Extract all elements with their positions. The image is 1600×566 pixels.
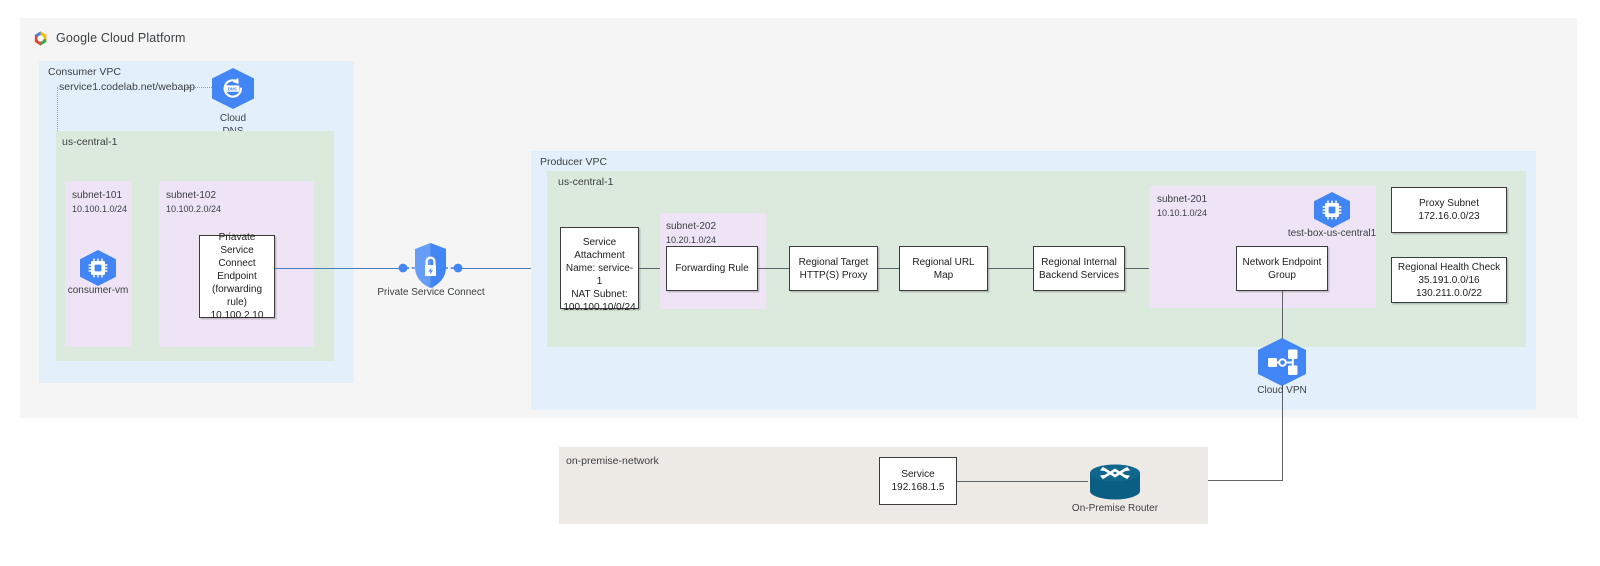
proxy-subnet-line1: Proxy Subnet	[1418, 198, 1480, 209]
subnet-101-cidr: 10.100.1.0/24	[72, 203, 128, 214]
dns-record-link-right	[186, 87, 218, 88]
google-cloud-logo-icon	[34, 31, 47, 45]
regional-backend-line1: Regional Internal	[1041, 256, 1117, 268]
regional-url-map-box[interactable]: Regional URL Map	[899, 246, 988, 291]
consumer-vpc-label: Consumer VPC	[48, 66, 121, 78]
consumer-vm-label: consumer-vm	[67, 285, 129, 296]
health-check-line1: Regional Health Check	[1397, 261, 1501, 273]
service-attachment-line3: Name: service-1	[565, 263, 634, 287]
regional-target-https-proxy-box[interactable]: Regional Target HTTP(S) Proxy	[789, 246, 878, 291]
link-attachment-to-forwarding-rule	[639, 268, 666, 269]
consumer-region-label: us-central-1	[62, 136, 118, 148]
subnet-102-cidr: 10.100.2.0/24	[166, 203, 222, 214]
router-icon	[1086, 461, 1144, 501]
network-endpoint-group-box[interactable]: Network Endpoint Group	[1236, 246, 1328, 291]
on-premise-service-box[interactable]: Service 192.168.1.5	[879, 457, 957, 505]
regional-internal-backend-services-box[interactable]: Regional Internal Backend Services	[1033, 246, 1125, 291]
link-urlmap-to-backend	[988, 268, 1033, 269]
regional-target-proxy-line2: HTTP(S) Proxy	[799, 269, 868, 281]
neg-line2: Group	[1268, 269, 1296, 281]
subnet-101-label: subnet-101 10.100.1.0/24	[72, 190, 127, 216]
dns-record-text: service1.codelab.net/webapp	[59, 81, 196, 93]
proxy-subnet-line2: 172.16.0.0/23	[1418, 211, 1480, 222]
producer-region-label: us-central-1	[558, 176, 614, 188]
private-service-connect-icon	[392, 238, 469, 298]
private-service-connect-label: Private Service Connect	[377, 287, 485, 298]
on-premise-router-label: On-Premise Router	[1071, 503, 1159, 514]
link-service-to-router	[957, 481, 1088, 482]
subnet-202-cidr: 10.20.1.0/24	[666, 234, 717, 245]
link-forwarding-rule-to-proxy	[758, 268, 789, 269]
forwarding-rule-box[interactable]: Forwarding Rule	[666, 246, 758, 291]
on-premise-service-line1: Service	[901, 469, 935, 480]
psc-link-right	[452, 268, 560, 269]
cloud-vpn-label: Cloud VPN	[1257, 385, 1307, 396]
service-attachment-line5: NAT Subnet:	[571, 289, 628, 300]
health-check-line2: 35.191.0.0/16	[1418, 274, 1480, 286]
compute-vm-icon	[78, 249, 118, 287]
link-proxy-to-urlmap	[878, 268, 899, 269]
psc-endpoint-box[interactable]: Priavate Service Connect Endpoint (forwa…	[199, 232, 275, 321]
health-check-line3: 130.211.0.0/22	[1416, 287, 1482, 299]
regional-target-proxy-line1: Regional Target	[798, 256, 869, 268]
psc-link-left	[275, 268, 409, 269]
test-box-compute-vm-icon	[1312, 191, 1352, 229]
producer-vpc-label: Producer VPC	[540, 156, 608, 168]
subnet-202-label: subnet-202 10.20.1.0/24	[666, 221, 716, 247]
subnet-101-name: subnet-101	[72, 190, 123, 201]
subnet-102-name: subnet-102	[166, 190, 217, 201]
forwarding-rule-label: Forwarding Rule	[675, 263, 749, 274]
link-vpn-to-router	[1144, 480, 1283, 481]
subnet-201-label: subnet-201 10.10.1.0/24	[1157, 194, 1207, 220]
regional-backend-line2: Backend Services	[1038, 269, 1120, 281]
cloud-vpn-icon	[1255, 337, 1309, 387]
svg-text:DNS: DNS	[228, 86, 237, 91]
regional-health-check-box[interactable]: Regional Health Check 35.191.0.0/16 130.…	[1391, 257, 1507, 303]
subnet-202-name: subnet-202	[666, 221, 717, 232]
proxy-subnet-box[interactable]: Proxy Subnet 172.16.0.0/23	[1391, 187, 1507, 233]
cloud-dns-icon: DNS	[210, 67, 256, 110]
psc-endpoint-line3: (forwarding rule)	[211, 284, 263, 308]
test-box-label: test-box-us-central1	[1287, 228, 1377, 239]
psc-endpoint-line4: 10.100.2.10	[210, 310, 264, 321]
cloud-dns-label-line1: Cloud	[219, 113, 247, 124]
service-attachment-line6: 100.100.10/0/24	[563, 302, 636, 313]
on-premise-network-label: on-premise-network	[566, 455, 659, 467]
neg-line1: Network Endpoint	[1242, 256, 1322, 268]
psc-endpoint-line1: Priavate Service	[218, 232, 256, 256]
regional-url-map-label: Regional URL Map	[912, 256, 975, 281]
gcp-header: Google Cloud Platform	[32, 28, 186, 48]
service-attachment-line2: Attachment	[574, 250, 625, 261]
on-premise-service-line2: 192.168.1.5	[891, 482, 945, 493]
gcp-header-title: Google Cloud Platform	[56, 31, 186, 45]
psc-endpoint-line2: Connect Endpoint	[217, 258, 257, 282]
subnet-102-label: subnet-102 10.100.2.0/24	[166, 190, 221, 216]
service-attachment-box[interactable]: Service Attachment Name: service-1 NAT S…	[560, 227, 639, 313]
service-attachment-line1: Service	[582, 237, 617, 248]
subnet-201-name: subnet-201	[1157, 194, 1208, 205]
subnet-201-cidr: 10.10.1.0/24	[1157, 207, 1208, 218]
